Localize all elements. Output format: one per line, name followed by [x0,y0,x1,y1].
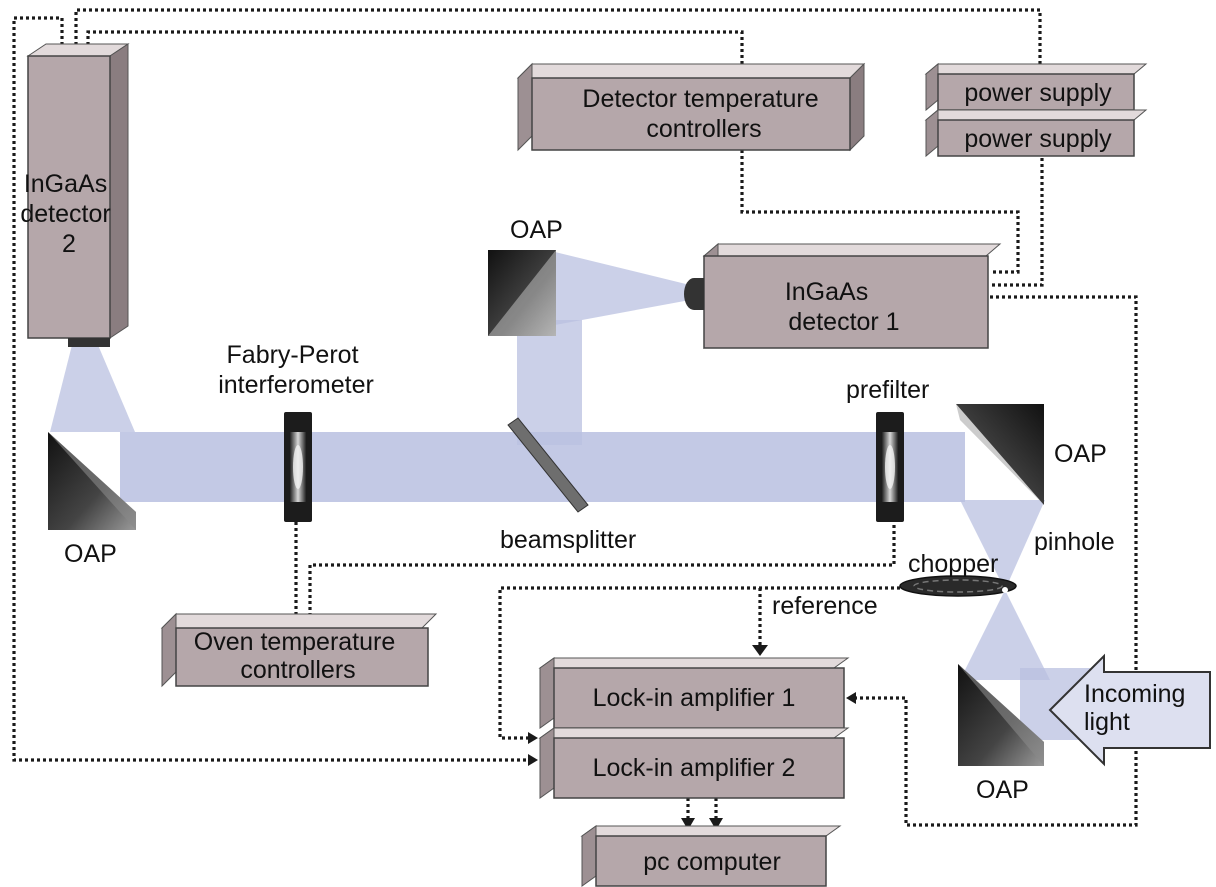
power-supply-1-label: power supply [964,79,1112,107]
arrowhead-reference [752,645,768,656]
prefilter-element [876,412,904,522]
wire-detector2-lockin2 [12,16,528,762]
wire-tempctrl-detector1 [740,150,1020,274]
arrowhead-pc-1 [681,818,695,830]
pinhole-aperture [1002,587,1008,593]
detector2-label-line2: detector [20,200,110,228]
fabry-perot-label-line2: interferometer [218,371,374,399]
arrowhead-lockin1 [846,692,856,704]
oven-label-line2: controllers [240,656,355,684]
fabry-perot-interferometer [284,412,312,522]
power-supply-2: power supply [924,108,1148,158]
chopper-wheel [899,575,1017,597]
svg-text:Oven temperature control: Oven temperature controllers [194,628,402,684]
lockin-amplifier-2: Lock-in amplifier 2 [538,727,850,799]
oven-temperature-controllers: Oven temperature controllers [160,612,438,688]
wire-power-detector1 [990,158,1044,287]
oap-bottom-label: OAP [976,776,1029,804]
wire-detector2-power [74,8,1042,65]
detector2-window [68,338,110,347]
oap-mirror-top [488,250,556,336]
detector1-label-line1: InGaAs [785,278,868,306]
beamsplitter-plate [507,417,589,513]
power-supply-2-label: power supply [964,125,1112,153]
detector2-label-line1: InGaAs [24,170,107,198]
detector-temperature-controllers: Detector temperature controllers [516,62,866,152]
oap-left-label: OAP [64,540,117,568]
oap-mirror-right [956,404,1044,505]
lockin-amplifier-1: Lock-in amplifier 1 [538,657,850,729]
detector1-label-line2: detector 1 [788,308,899,336]
chopper-label: chopper [908,550,998,578]
svg-text:Detector temperature con: Detector temperature controllers [582,85,825,143]
beam-splitter-up [517,320,582,445]
pc-computer: pc computer [580,825,842,887]
beam-to-pinhole [960,500,1045,590]
wire-detector2-tempctrl [86,30,744,78]
detector2-label-line3: 2 [62,230,76,258]
det-temp-label-line2: controllers [646,115,761,143]
oap-top-label: OAP [510,216,563,244]
oap-mirror-bottom [958,664,1044,766]
arrowhead-lockin2-b [528,754,538,766]
power-supply-1: power supply [924,62,1148,112]
detector-2: InGaAs detector 2 [20,43,130,347]
svg-text:Incoming light: Incoming light [1084,680,1192,736]
beam-to-detector2 [50,345,135,432]
detector-1: InGaAs detector 1 [684,242,1002,350]
incoming-light-label-line2: light [1084,708,1130,736]
pinhole-label: pinhole [1034,528,1115,556]
signal-wires [12,8,1138,830]
incoming-light-label-line1: Incoming [1084,680,1185,708]
incoming-light-arrow: Incoming light [1048,653,1211,767]
fabry-perot-label-line1: Fabry-Perot [227,341,359,369]
beamsplitter-label: beamsplitter [500,526,636,554]
prefilter-label: prefilter [846,376,929,404]
beam-from-pinhole [960,590,1050,680]
pc-label: pc computer [643,848,781,876]
beam-to-detector1 [555,252,690,325]
svg-text:InGaAs detector 1: InGaAs detector 1 [785,278,900,336]
arrowhead-pc-2 [709,818,723,830]
wire-chopper-lockin2 [498,586,900,740]
svg-text:Fabry-Perot interferometer: Fabry-Perot interferometer [218,341,374,399]
oven-label-line1: Oven temperature [194,628,396,656]
reference-label: reference [772,592,878,620]
det-temp-label-line1: Detector temperature [582,85,818,113]
lockin-1-label: Lock-in amplifier 1 [593,684,796,712]
oap-mirror-left [48,432,136,530]
wire-prefilter-oven [308,525,896,618]
wire-detector1-lockin1 [852,295,1138,827]
svg-text:InGaAs detector 2: InGaAs detector 2 [20,170,117,258]
lockin-2-label: Lock-in amplifier 2 [593,754,796,782]
arrowhead-lockin2-a [528,732,538,744]
oap-right-label: OAP [1054,440,1107,468]
